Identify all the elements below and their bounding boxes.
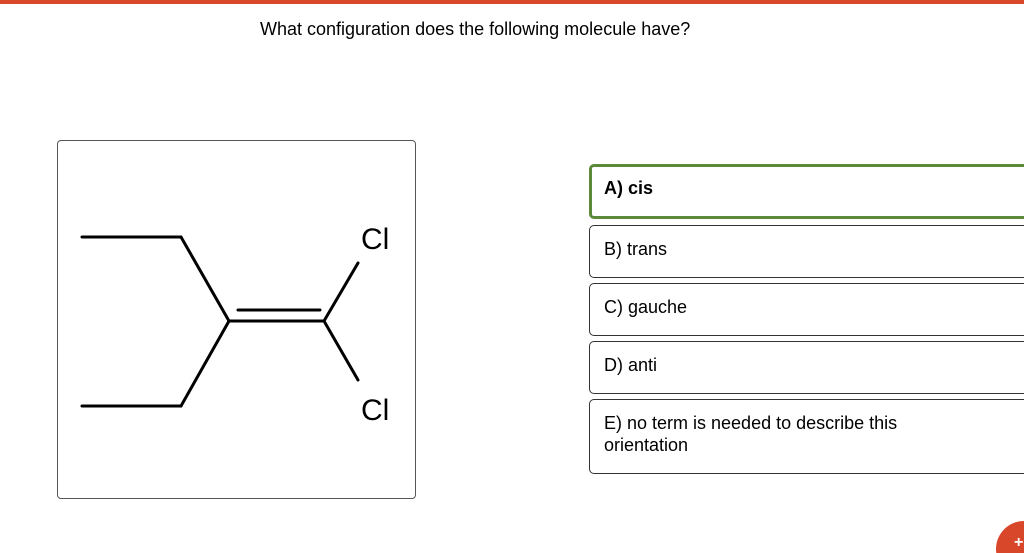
bond-to-upper-cl xyxy=(322,261,360,323)
answer-option-a[interactable]: A) cis xyxy=(589,164,1024,219)
question-text: What configuration does the following mo… xyxy=(260,19,691,39)
bond-to-lower-cl xyxy=(322,319,360,382)
molecule-image: Cl Cl xyxy=(57,140,416,499)
answer-option-b-label: B) trans xyxy=(604,239,668,259)
add-button[interactable]: + xyxy=(996,521,1024,553)
answer-option-e[interactable]: E) no term is needed to describe this or… xyxy=(589,399,1024,474)
bond-upper-branch xyxy=(179,235,231,323)
answer-option-d[interactable]: D) anti xyxy=(589,341,1024,394)
top-accent-bar xyxy=(0,0,1024,4)
atom-label-lower-cl: Cl xyxy=(361,394,389,427)
answer-option-a-label: A) cis xyxy=(604,178,654,198)
answer-option-c[interactable]: C) gauche xyxy=(589,283,1024,336)
answer-option-c-label: C) gauche xyxy=(604,297,688,317)
atom-label-upper-cl: Cl xyxy=(361,223,389,256)
answer-option-e-label: E) no term is needed to describe this or… xyxy=(604,413,898,455)
bond-lower-branch xyxy=(179,319,231,408)
molecule-structure: Cl Cl xyxy=(80,223,389,427)
answer-option-d-label: D) anti xyxy=(604,355,658,375)
answer-option-b[interactable]: B) trans xyxy=(589,225,1024,278)
plus-icon: + xyxy=(1014,534,1024,551)
